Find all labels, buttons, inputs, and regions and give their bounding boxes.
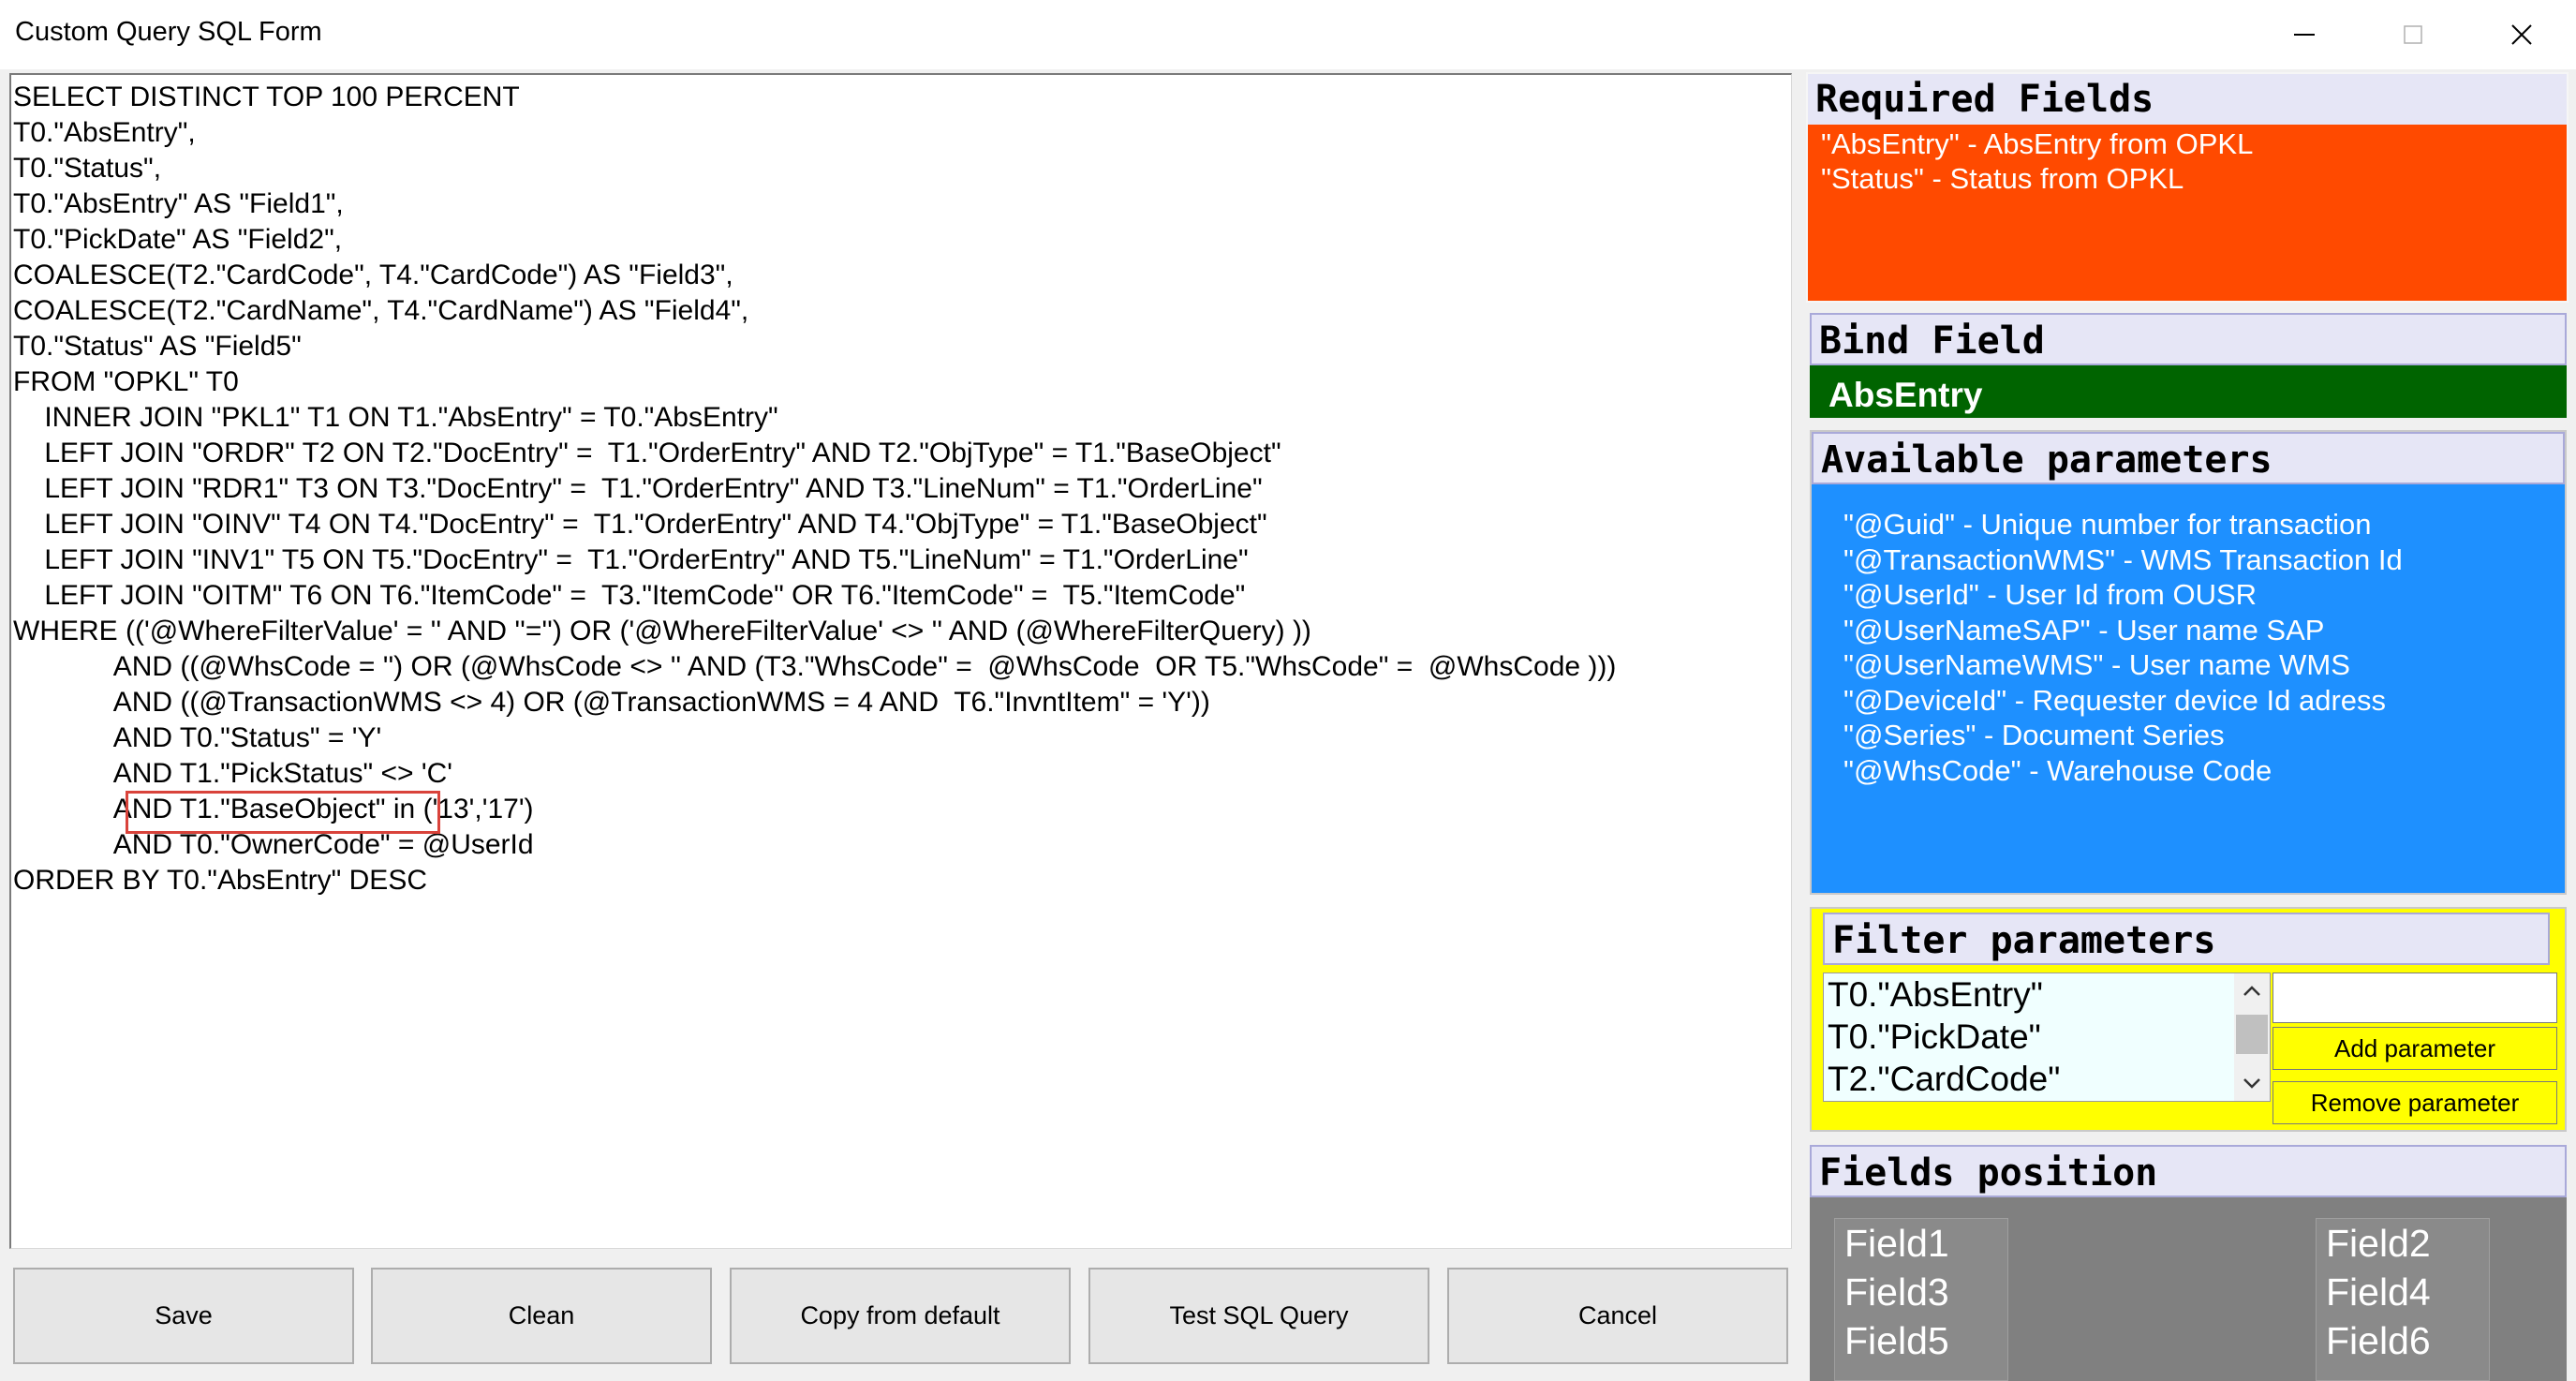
parameter-item: "@TransactionWMS" - WMS Transaction Id (1843, 542, 2403, 576)
parameter-item: "@UserNameWMS" - User name WMS (1843, 648, 2350, 681)
sql-text: SELECT DISTINCT TOP 100 PERCENT T0."AbsE… (11, 75, 1791, 1248)
filter-list-scrollbar[interactable] (2234, 973, 2270, 1101)
parameter-item: "@DeviceId" - Requester device Id adress (1843, 683, 2387, 717)
bind-field-value[interactable]: AbsEntry (1810, 365, 2567, 418)
fields-right-column[interactable]: Field2 Field4 Field6 (2316, 1218, 2490, 1381)
required-fields-panel: Required Fields "AbsEntry" - AbsEntry fr… (1806, 72, 2569, 303)
scrollbar-thumb[interactable] (2236, 1015, 2268, 1054)
available-parameters-title: Available parameters (1812, 432, 2565, 484)
cancel-button[interactable]: Cancel (1447, 1268, 1788, 1364)
parameter-item: "@Guid" - Unique number for transaction (1843, 508, 2372, 541)
field-slot[interactable]: Field2 (2326, 1222, 2431, 1265)
filter-parameter-input[interactable] (2273, 973, 2557, 1023)
sql-line: FROM "OPKL" T0 (13, 366, 239, 397)
sql-line: T0."PickDate" AS "Field2", (13, 224, 343, 255)
parameter-item: "@UserId" - User Id from OUSR (1843, 578, 2258, 611)
filter-list-item[interactable]: T0."AbsEntry" (1828, 975, 2043, 1014)
sql-line: AND T1."BaseObject" in ('13','17') (13, 794, 534, 824)
filter-list-item[interactable]: T0."PickDate" (1828, 1017, 2041, 1056)
sql-line: AND ((@WhsCode = '') OR (@WhsCode <> '' … (13, 651, 1617, 682)
filter-list-item[interactable]: T2."CardCode" (1828, 1060, 2061, 1098)
sql-line: LEFT JOIN "OITM" T6 ON T6."ItemCode" = T… (13, 580, 1246, 611)
close-button[interactable] (2467, 0, 2576, 69)
required-field-item: "Status" - Status from OPKL (1821, 162, 2184, 195)
window-title: Custom Query SQL Form (15, 17, 322, 47)
sql-line: WHERE (('@WhereFilterValue' = '' AND ''=… (13, 616, 1311, 646)
field-slot[interactable]: Field4 (2326, 1270, 2431, 1314)
sql-line: T0."AbsEntry" AS "Field1", (13, 188, 344, 219)
scroll-up-icon[interactable] (2234, 973, 2270, 1009)
copy-from-default-button[interactable]: Copy from default (730, 1268, 1071, 1364)
minimize-icon (2294, 34, 2315, 36)
parameter-item: "@Series" - Document Series (1843, 719, 2225, 751)
sql-line: AND T1."PickStatus" <> 'C' (13, 758, 453, 789)
scroll-down-icon[interactable] (2234, 1065, 2270, 1101)
bind-field-title: Bind Field (1810, 313, 2567, 365)
sql-line: T0."Status", (13, 153, 162, 184)
minimize-button[interactable] (2250, 0, 2359, 69)
save-button[interactable]: Save (13, 1268, 354, 1364)
sql-line: COALESCE(T2."CardCode", T4."CardCode") A… (13, 260, 733, 290)
add-parameter-button[interactable]: Add parameter (2273, 1027, 2557, 1070)
field-slot[interactable]: Field6 (2326, 1319, 2431, 1362)
filter-parameters-panel: Filter parameters T0."AbsEntry" T0."Pick… (1810, 907, 2567, 1132)
fields-position-title: Fields position (1810, 1145, 2567, 1197)
sql-line: T0."Status" AS "Field5" (13, 331, 302, 362)
available-parameters-list: "@Guid" - Unique number for transaction … (1843, 507, 2403, 788)
parameter-item: "@UserNameSAP" - User name SAP (1843, 613, 2325, 646)
filter-parameters-list[interactable]: T0."AbsEntry" T0."PickDate" T2."CardCode… (1823, 973, 2271, 1102)
test-sql-query-button[interactable]: Test SQL Query (1088, 1268, 1429, 1364)
sql-line: INNER JOIN "PKL1" T1 ON T1."AbsEntry" = … (13, 402, 778, 433)
sql-line: AND ((@TransactionWMS <> 4) OR (@Transac… (13, 687, 1210, 718)
bind-field-panel: Bind Field AbsEntry (1810, 313, 2567, 418)
required-fields-title: Required Fields (1808, 74, 2567, 125)
clean-button[interactable]: Clean (371, 1268, 712, 1364)
required-fields-list: "AbsEntry" - AbsEntry from OPKL "Status"… (1821, 126, 2253, 196)
sql-line: AND T0."Status" = 'Y' (13, 722, 382, 753)
sql-query-editor[interactable]: SELECT DISTINCT TOP 100 PERCENT T0."AbsE… (9, 73, 1792, 1249)
required-field-item: "AbsEntry" - AbsEntry from OPKL (1821, 127, 2254, 160)
sql-line: COALESCE(T2."CardName", T4."CardName") A… (13, 295, 749, 326)
sql-line: LEFT JOIN "ORDR" T2 ON T2."DocEntry" = T… (13, 438, 1281, 468)
maximize-icon (2404, 25, 2422, 44)
remove-parameter-button[interactable]: Remove parameter (2273, 1081, 2557, 1124)
close-icon (2511, 24, 2532, 45)
sql-line: ORDER BY T0."AbsEntry" DESC (13, 865, 427, 896)
sql-line: T0."AbsEntry", (13, 117, 196, 148)
maximize-button[interactable] (2359, 0, 2467, 69)
sql-line: LEFT JOIN "INV1" T5 ON T5."DocEntry" = T… (13, 544, 1249, 575)
sql-line: LEFT JOIN "RDR1" T3 ON T3."DocEntry" = T… (13, 473, 1263, 504)
field-slot[interactable]: Field3 (1844, 1270, 1949, 1314)
parameter-item: "@WhsCode" - Warehouse Code (1843, 753, 2273, 787)
title-bar: Custom Query SQL Form (0, 0, 2576, 69)
sql-line: LEFT JOIN "OINV" T4 ON T4."DocEntry" = T… (13, 509, 1267, 540)
sql-line: AND T0."OwnerCode" = @UserId (13, 829, 534, 860)
available-parameters-panel: Available parameters "@Guid" - Unique nu… (1810, 430, 2567, 895)
fields-position-panel: Fields position Field1 Field3 Field5 Fie… (1810, 1145, 2567, 1381)
sql-line: SELECT DISTINCT TOP 100 PERCENT (13, 82, 520, 112)
filter-parameters-title: Filter parameters (1823, 913, 2550, 965)
field-slot[interactable]: Field1 (1844, 1222, 1949, 1265)
field-slot[interactable]: Field5 (1844, 1319, 1949, 1362)
fields-left-column[interactable]: Field1 Field3 Field5 (1834, 1218, 2008, 1381)
